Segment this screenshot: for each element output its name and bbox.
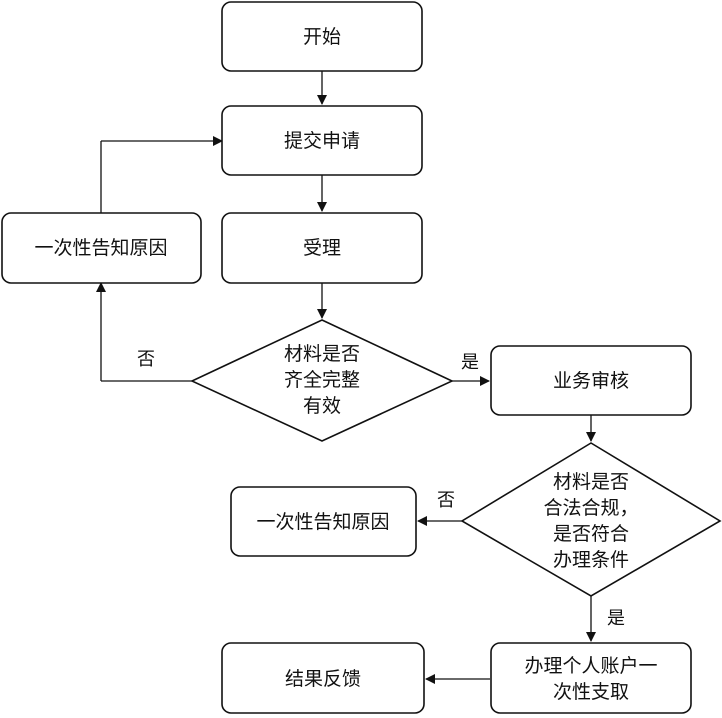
edge-label-complete-yes: 是 (461, 352, 479, 373)
node-accept (221, 212, 423, 284)
node-check-compliance (460, 442, 722, 597)
label-business-review: 业务审核 (553, 370, 629, 392)
label-feedback: 结果反馈 (285, 668, 361, 690)
node-feedback (221, 642, 425, 714)
label-check-compliance-4: 办理条件 (553, 549, 629, 571)
node-submit (221, 105, 423, 176)
label-check-complete-1: 材料是否 (284, 343, 360, 365)
label-withdraw-2: 次性支取 (553, 681, 629, 703)
label-check-complete-2: 齐全完整 (284, 369, 360, 391)
edge-label-compliance-no: 否 (437, 490, 455, 511)
label-withdraw-1: 办理个人账户一 (524, 655, 657, 677)
label-check-complete-3: 有效 (303, 395, 341, 417)
node-withdraw (490, 642, 692, 714)
label-check-compliance-2: 合法合规， (543, 497, 638, 519)
label-submit: 提交申请 (284, 130, 360, 152)
label-notify-reason-2: 一次性告知原因 (256, 511, 389, 533)
node-business-review (490, 345, 692, 416)
label-check-compliance-3: 是否符合 (553, 523, 629, 545)
node-notify-reason-2 (230, 486, 417, 557)
label-start: 开始 (303, 26, 341, 48)
edge-label-complete-no: 否 (137, 349, 155, 370)
label-check-compliance-1: 材料是否 (553, 471, 629, 493)
node-start (221, 1, 423, 72)
edge-label-compliance-yes: 是 (607, 608, 625, 629)
label-notify-reason-1: 一次性告知原因 (34, 237, 167, 259)
node-check-complete (190, 319, 454, 442)
node-notify-reason-1 (1, 212, 202, 284)
label-accept: 受理 (303, 237, 341, 259)
